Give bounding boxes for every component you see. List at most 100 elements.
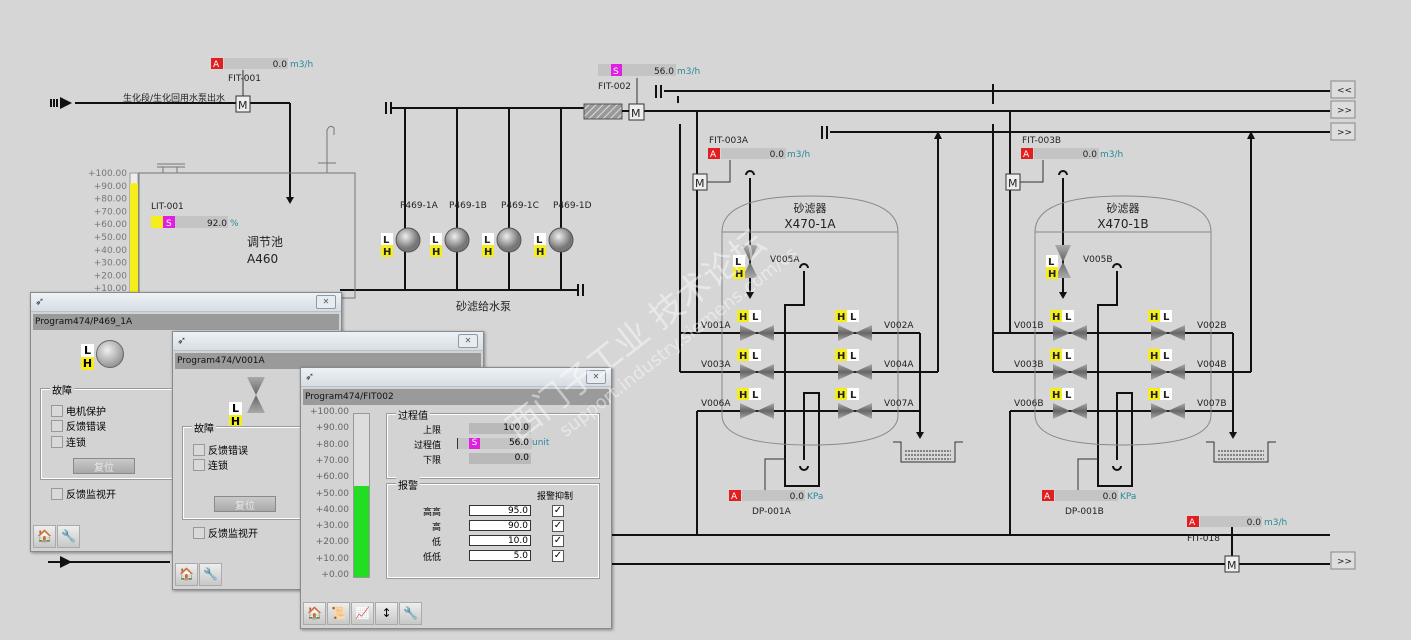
lit001-value: 92.0 <box>207 219 227 229</box>
svg-text:P469-1C: P469-1C <box>501 201 539 211</box>
svg-text:L: L <box>383 235 390 246</box>
alarm-suppress-checkbox[interactable]: ✓ <box>552 535 564 547</box>
svg-text:L: L <box>850 312 857 323</box>
alarm-limit-input[interactable]: 5.0 <box>469 550 531 561</box>
scale-tick: +30.00 <box>94 259 128 269</box>
limits-icon[interactable]: ↕ <box>375 602 398 625</box>
svg-text:A: A <box>1189 518 1196 528</box>
svg-text:H: H <box>432 247 440 258</box>
app-logo-icon: ➶ <box>177 334 187 347</box>
home-icon[interactable]: 🏠 <box>303 602 326 625</box>
pump-group-title: 砂滤给水泵 <box>456 300 511 313</box>
filter-name: 砂滤器 <box>1107 202 1140 215</box>
wrench-icon[interactable]: 🔧 <box>57 525 80 548</box>
checkbox-feedback-error[interactable] <box>193 444 205 456</box>
svg-text:M: M <box>631 107 641 120</box>
svg-text:L: L <box>850 351 857 362</box>
sand-filter[interactable]: 砂滤器 X470-1A M FIT-003A A 0.0 m3/h L H V0… <box>679 111 963 535</box>
wrench-icon[interactable]: 🔧 <box>399 602 422 625</box>
svg-text:%: % <box>230 219 239 229</box>
tank-a460[interactable] <box>138 125 356 299</box>
svg-text:S: S <box>166 219 172 229</box>
flow-faceplate-dialog[interactable]: ➶✕ Program474/FIT002 +100.00+90.00+80.00… <box>300 367 612 629</box>
dialog-title: Program474/FIT002 <box>303 389 609 405</box>
checkbox-interlock[interactable] <box>51 436 63 448</box>
alarm-limit-input[interactable]: 10.0 <box>469 535 531 546</box>
scale-tick: +100.00 <box>88 169 127 179</box>
svg-text:>>: >> <box>1337 106 1352 116</box>
checkbox-interlock[interactable] <box>193 459 205 471</box>
dialog-title: Program474/V001A <box>175 353 481 369</box>
close-button[interactable]: ✕ <box>586 370 606 384</box>
reset-button[interactable]: 复位 <box>214 496 276 512</box>
svg-text:H: H <box>1052 351 1060 362</box>
alarm-label: 低 <box>431 538 441 548</box>
fit001-tag: FIT-001 <box>228 74 261 84</box>
svg-text:L: L <box>735 257 742 268</box>
alarm-label: 低低 <box>422 553 441 563</box>
wrench-icon[interactable]: 🔧 <box>199 563 222 586</box>
nav-button-back[interactable]: << <box>1330 80 1356 99</box>
alarm-limit-input[interactable]: 90.0 <box>469 520 531 531</box>
checkbox-motor-protection[interactable] <box>51 405 63 417</box>
inlet-arrow-icon <box>60 97 72 109</box>
sand-filter[interactable]: 砂滤器 X470-1B M FIT-003B A 0.0 m3/h L H V0… <box>992 111 1276 535</box>
svg-text:FIT-003B: FIT-003B <box>1022 136 1061 146</box>
nav-button-forward-2[interactable]: >> <box>1330 122 1356 141</box>
reset-button[interactable]: 复位 <box>73 458 135 474</box>
checkbox-feedback-error[interactable] <box>51 420 63 432</box>
close-button[interactable]: ✕ <box>458 334 478 348</box>
svg-text:DP-001B: DP-001B <box>1065 507 1104 517</box>
process-value: 56.0 <box>508 438 529 448</box>
tank-id: A460 <box>247 252 278 266</box>
scale-tick: +100.00 <box>309 407 349 417</box>
alarm-suppress-checkbox[interactable]: ✓ <box>552 505 564 517</box>
scale-tick: +70.00 <box>94 207 128 217</box>
valve-v005-icon[interactable] <box>742 245 758 278</box>
nav-button-forward-1[interactable]: >> <box>1330 100 1356 119</box>
svg-text:FIT-018: FIT-018 <box>1187 534 1220 544</box>
valve-v005-icon[interactable] <box>1055 245 1071 278</box>
svg-text:V006A: V006A <box>701 399 731 409</box>
scale-tick: +60.00 <box>315 472 349 483</box>
home-icon[interactable]: 🏠 <box>33 525 56 548</box>
svg-text:L: L <box>484 235 491 246</box>
svg-text:FIT-002: FIT-002 <box>598 82 631 92</box>
home-icon[interactable]: 🏠 <box>175 563 198 586</box>
svg-text:H: H <box>1150 351 1158 362</box>
scale-tick: +70.00 <box>315 455 349 466</box>
nav-button-forward-3[interactable]: >> <box>1330 551 1356 570</box>
close-button[interactable]: ✕ <box>316 295 336 309</box>
checkbox-feedback-monitor[interactable] <box>193 527 205 539</box>
alarm-limit-input[interactable]: 95.0 <box>469 505 531 516</box>
svg-text:KPa: KPa <box>807 492 823 502</box>
fit002-value: 56.0 <box>654 67 674 77</box>
svg-text:L: L <box>1065 351 1072 362</box>
scale-tick: +20.00 <box>315 537 349 548</box>
alarm-suppress-checkbox[interactable]: ✓ <box>552 550 564 562</box>
flow-bar <box>353 413 370 578</box>
message-icon[interactable]: 📜 <box>327 602 350 625</box>
alarm-suppress-checkbox[interactable]: ✓ <box>552 520 564 532</box>
svg-text:H: H <box>536 247 544 258</box>
trend-icon[interactable]: 📈 <box>351 602 374 625</box>
svg-text:M: M <box>238 99 248 112</box>
svg-text:L: L <box>752 390 759 401</box>
checkbox-feedback-monitor[interactable] <box>51 488 63 500</box>
